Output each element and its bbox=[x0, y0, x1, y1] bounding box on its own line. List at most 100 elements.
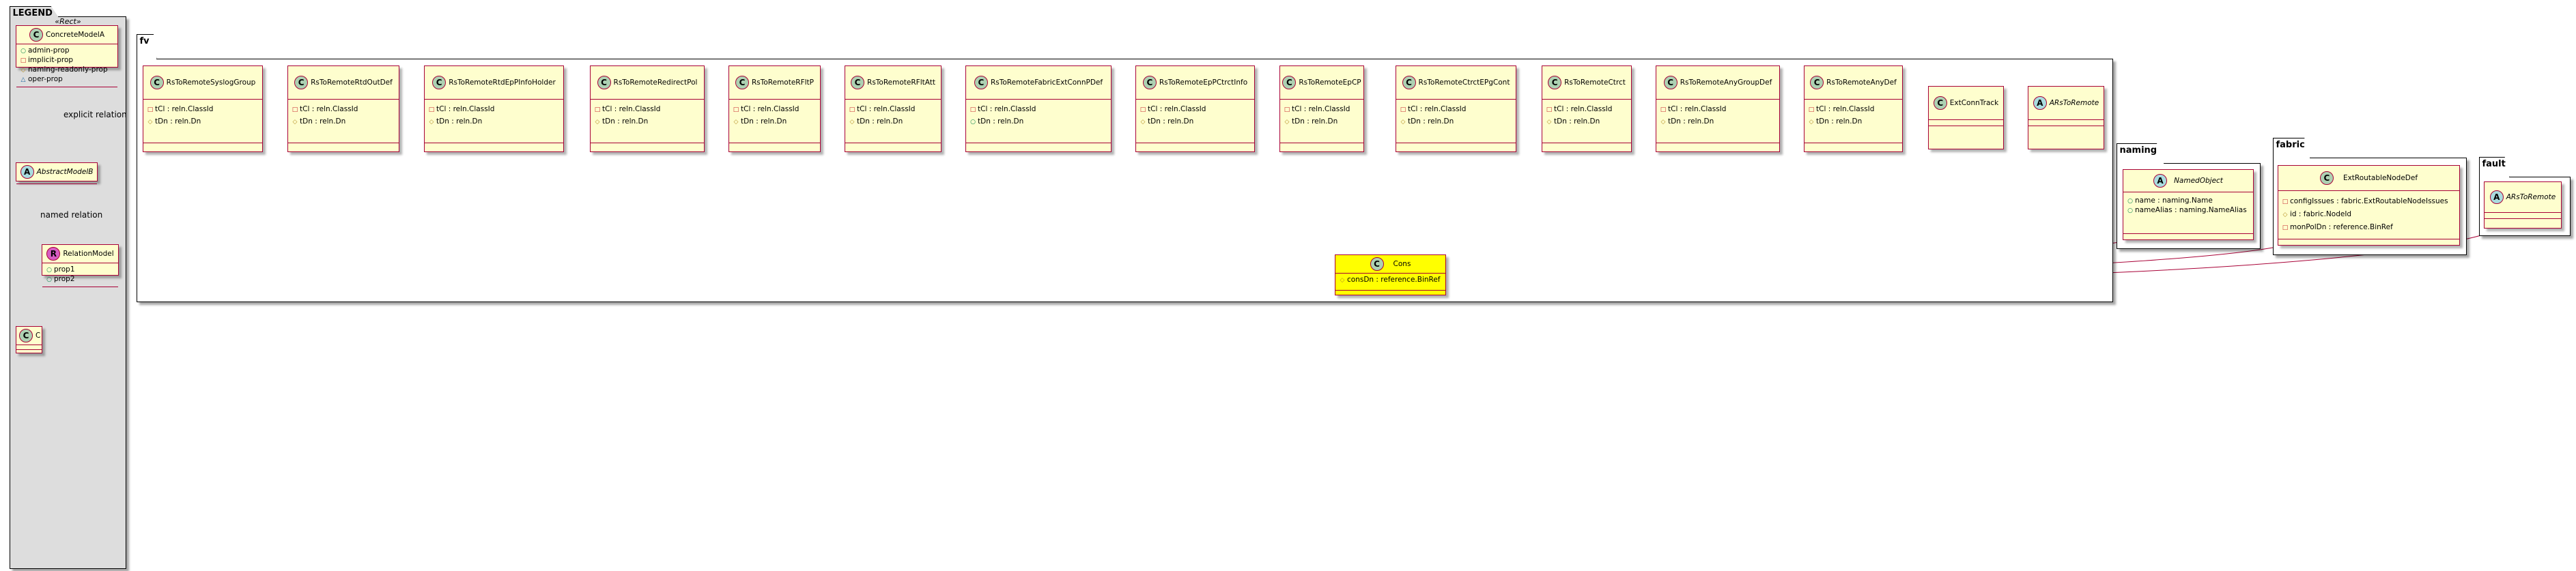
attribute-row: ◇tDn : reln.Dn bbox=[594, 116, 700, 128]
attribute-text: tCl : reln.ClassId bbox=[741, 105, 799, 113]
class-name: RsToRemoteRedirectPol bbox=[613, 78, 698, 87]
prot-visibility-icon: ◇ bbox=[1400, 119, 1406, 126]
attribute-row: □tCl : reln.ClassId bbox=[1808, 104, 1899, 116]
prot-visibility-icon: ◇ bbox=[1809, 119, 1814, 126]
attribute-row: ◇tDn : reln.Dn bbox=[1660, 116, 1776, 128]
class-name: RsToRemoteEpPCtrctInfo bbox=[1159, 78, 1248, 87]
attribute-text: tDn : reln.Dn bbox=[300, 117, 346, 126]
class-name: ExtRoutableNodeDef bbox=[2343, 174, 2418, 182]
prot-visibility-icon: ◇ bbox=[292, 119, 298, 126]
attribute-row: □monPolDn : reference.BinRef bbox=[2282, 221, 2456, 234]
class-name: RsToRemoteFabricExtConnPDef bbox=[990, 78, 1103, 87]
attribute-text: monPolDn : reference.BinRef bbox=[2290, 223, 2393, 231]
attribute-text: naming-readonly-prop bbox=[28, 65, 108, 74]
attribute-row: △oper-prop bbox=[20, 75, 114, 85]
prot-visibility-icon: ◇ bbox=[1340, 277, 1345, 284]
attribute-text: tDn : reln.Dn bbox=[857, 117, 903, 126]
named-relation-label: named relation bbox=[40, 210, 103, 220]
prot-visibility-icon: ◇ bbox=[733, 119, 739, 126]
attribute-text: tCl : reln.ClassId bbox=[155, 105, 214, 113]
class-icon: C bbox=[1810, 76, 1824, 89]
class-icon: C bbox=[1548, 76, 1562, 89]
attribute-text: id : fabric.NodeId bbox=[2290, 210, 2352, 218]
abstract-class-icon: A bbox=[2153, 174, 2168, 188]
attribute-row: ○prop1 bbox=[46, 265, 115, 275]
attribute-row: □tCl : reln.ClassId bbox=[147, 104, 259, 116]
attribute-row: ◇tDn : reln.Dn bbox=[849, 116, 937, 128]
attribute-row: ○prop2 bbox=[46, 275, 115, 284]
legend-relation-attrs: ○prop1○prop2 bbox=[42, 263, 118, 287]
attribute-row: □tCl : reln.ClassId bbox=[292, 104, 395, 116]
attribute-text: consDn : reference.BinRef bbox=[1347, 276, 1441, 284]
attribute-text: tDn : reln.Dn bbox=[1554, 117, 1600, 126]
attribute-row: ◇tDn : reln.Dn bbox=[733, 116, 817, 128]
attribute-row: □tCl : reln.ClassId bbox=[428, 104, 560, 116]
attribute-text: tDn : reln.Dn bbox=[602, 117, 649, 126]
class-name: RsToRemoteEpCP bbox=[1299, 78, 1361, 87]
priv-visibility-icon: □ bbox=[1808, 106, 1815, 113]
prot-visibility-icon: ◇ bbox=[20, 67, 26, 74]
attribute-row: □tCl : reln.ClassId bbox=[733, 104, 817, 116]
class-icon: C bbox=[29, 28, 43, 42]
attribute-row: □tCl : reln.ClassId bbox=[1400, 104, 1512, 116]
attribute-text: tCl : reln.ClassId bbox=[1554, 105, 1613, 113]
class-icon: C bbox=[294, 76, 309, 89]
attribute-row: ◇tDn : reln.Dn bbox=[428, 116, 560, 128]
class-icon: C bbox=[1663, 76, 1678, 89]
pub-visibility-icon: ○ bbox=[20, 48, 26, 55]
priv-visibility-icon: □ bbox=[733, 106, 739, 113]
class-name: ExtConnTrack bbox=[1949, 99, 1999, 107]
attribute-text: tDn : reln.Dn bbox=[978, 117, 1024, 126]
prot-visibility-icon: ◇ bbox=[1660, 119, 1666, 126]
named-object-attrs: ○name : naming.Name○nameAlias : naming.N… bbox=[2123, 192, 2253, 234]
class-name: ARsToRemote bbox=[2049, 99, 2099, 107]
prot-visibility-icon: ◇ bbox=[849, 119, 855, 126]
abstract-class-icon: A bbox=[2489, 190, 2504, 204]
class-icon: C bbox=[150, 76, 164, 89]
legend-package-tab: LEGEND bbox=[9, 6, 59, 17]
attribute-text: tDn : reln.Dn bbox=[1292, 117, 1338, 126]
priv-visibility-icon: □ bbox=[147, 106, 154, 113]
attribute-text: prop1 bbox=[54, 265, 75, 274]
class-icon: C bbox=[851, 76, 865, 89]
attribute-row: □tCl : reln.ClassId bbox=[969, 104, 1107, 116]
attribute-row: ◇tDn : reln.Dn bbox=[1808, 116, 1899, 128]
class-icon: C bbox=[735, 76, 749, 89]
attribute-row: ○tDn : reln.Dn bbox=[969, 116, 1107, 128]
priv-visibility-icon: □ bbox=[594, 106, 601, 113]
priv-visibility-icon: □ bbox=[2282, 224, 2289, 231]
class-name: RsToRemoteRtdEpPInfoHolder bbox=[449, 78, 556, 87]
class-name: AbstractModelB bbox=[36, 168, 94, 176]
attribute-text: admin-prop bbox=[28, 46, 70, 55]
pub-visibility-icon: ○ bbox=[46, 267, 52, 274]
prot-visibility-icon: ◇ bbox=[1284, 119, 1290, 126]
attribute-text: tCl : reln.ClassId bbox=[1292, 105, 1350, 113]
attribute-row: ◇id : fabric.NodeId bbox=[2282, 208, 2456, 221]
class-name: Cons bbox=[1393, 260, 1411, 268]
class-name: RsToRemoteRFltAtt bbox=[867, 78, 935, 87]
attribute-text: tDn : reln.Dn bbox=[1816, 117, 1863, 126]
